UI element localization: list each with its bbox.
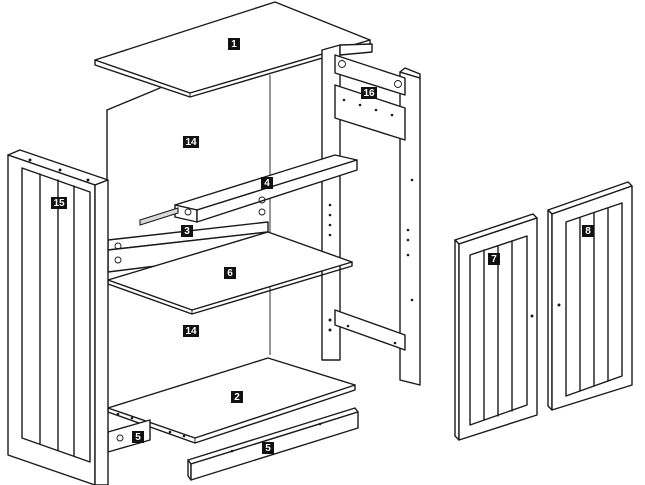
label-14-upper: 14 bbox=[183, 136, 199, 148]
label-5-left: 5 bbox=[132, 431, 144, 443]
svg-text:8: 8 bbox=[585, 226, 591, 237]
svg-text:5: 5 bbox=[265, 443, 271, 454]
svg-text:7: 7 bbox=[491, 254, 497, 265]
label-5-front: 5 bbox=[262, 442, 274, 454]
label-1: 1 bbox=[228, 38, 240, 50]
label-4: 4 bbox=[261, 177, 273, 189]
label-8: 8 bbox=[582, 225, 594, 237]
label-14-lower: 14 bbox=[183, 325, 199, 337]
svg-text:16: 16 bbox=[363, 88, 375, 99]
svg-text:14: 14 bbox=[185, 137, 197, 148]
svg-text:6: 6 bbox=[227, 268, 233, 279]
svg-text:4: 4 bbox=[264, 178, 270, 189]
label-6: 6 bbox=[224, 267, 236, 279]
svg-text:2: 2 bbox=[234, 392, 240, 403]
label-3: 3 bbox=[181, 225, 193, 237]
left-side-panel bbox=[7, 149, 109, 485]
label-2: 2 bbox=[231, 391, 243, 403]
svg-text:14: 14 bbox=[185, 326, 197, 337]
label-7: 7 bbox=[488, 253, 500, 265]
svg-text:3: 3 bbox=[184, 226, 190, 237]
right-side-panel bbox=[321, 43, 421, 386]
left-door bbox=[454, 213, 538, 441]
label-15: 15 bbox=[51, 197, 67, 209]
svg-text:15: 15 bbox=[53, 198, 65, 209]
bottom-rail-front bbox=[187, 407, 359, 481]
svg-text:5: 5 bbox=[135, 432, 141, 443]
svg-text:1: 1 bbox=[231, 39, 237, 50]
label-16: 16 bbox=[361, 87, 377, 99]
right-door bbox=[547, 181, 633, 411]
